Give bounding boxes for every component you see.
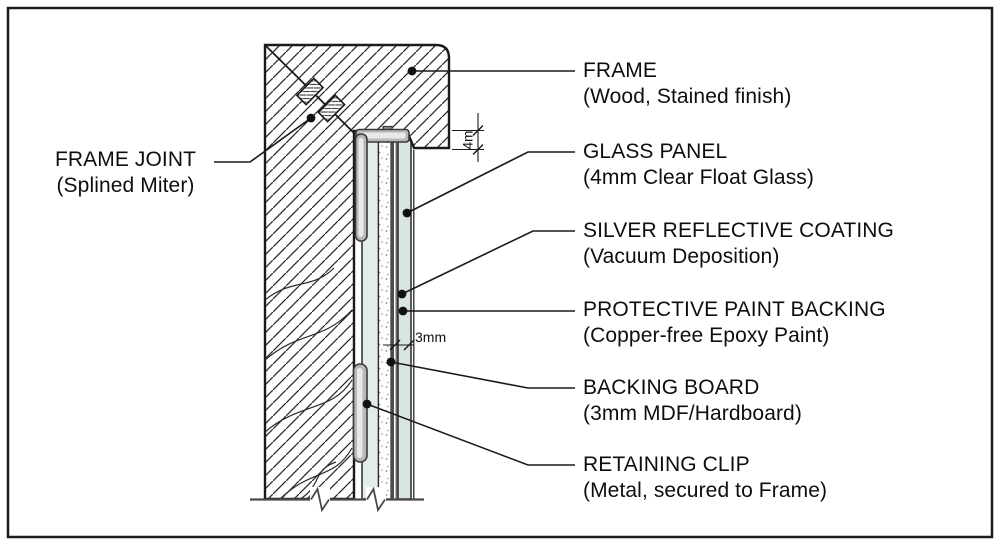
dot-paint bbox=[398, 306, 408, 316]
lower-retaining-clip-inner bbox=[357, 368, 363, 458]
label-frame-subtitle: (Wood, Stained finish) bbox=[583, 85, 792, 108]
dot-glass bbox=[402, 208, 412, 218]
label-silver-title: SILVER REFLECTIVE COATING bbox=[583, 219, 894, 242]
label-silver-coating: SILVER REFLECTIVE COATING (Vacuum Deposi… bbox=[583, 218, 894, 270]
top-channel-cap-inner bbox=[359, 132, 406, 139]
dot-clip bbox=[362, 399, 372, 409]
leader-clip bbox=[366, 403, 575, 466]
leader-glass bbox=[406, 151, 575, 214]
wood-frame bbox=[263, 43, 451, 501]
top-channel-leg-inner bbox=[358, 138, 364, 237]
label-frame-joint-title: FRAME JOINT bbox=[54, 148, 197, 171]
label-clip-title: RETAINING CLIP bbox=[583, 453, 750, 476]
dimension-3mm: 3mm bbox=[383, 329, 446, 351]
leader-silver bbox=[401, 230, 575, 295]
label-backing-subtitle: (3mm MDF/Hardboard) bbox=[583, 402, 802, 425]
label-backing-board: BACKING BOARD (3mm MDF/Hardboard) bbox=[583, 375, 802, 427]
label-retaining-clip: RETAINING CLIP (Metal, secured to Frame) bbox=[583, 452, 827, 504]
label-paint-title: PROTECTIVE PAINT BACKING bbox=[583, 298, 886, 321]
dot-backing bbox=[386, 357, 396, 367]
section-baseline bbox=[250, 486, 424, 513]
label-glass-subtitle: (4mm Clear Float Glass) bbox=[583, 166, 815, 189]
dimension-4mm-text: 4m bbox=[461, 131, 476, 150]
paint-backing-layer bbox=[391, 140, 394, 499]
leader-lines bbox=[214, 70, 575, 466]
label-frame: FRAME (Wood, Stained finish) bbox=[583, 58, 791, 110]
label-glass-panel: GLASS PANEL (4mm Clear Float Glass) bbox=[583, 139, 814, 191]
mirror-stack bbox=[361, 139, 415, 500]
label-paint-subtitle: (Copper-free Epoxy Paint) bbox=[583, 324, 830, 347]
spline-key-upper bbox=[295, 77, 325, 106]
spline-key-lower bbox=[317, 94, 346, 123]
label-glass-title: GLASS PANEL bbox=[583, 140, 728, 163]
break-symbols bbox=[310, 486, 386, 513]
dot-frame-joint bbox=[306, 113, 316, 123]
dot-silver bbox=[397, 289, 407, 299]
label-backing-title: BACKING BOARD bbox=[583, 376, 760, 399]
wood-grain-lines bbox=[265, 267, 353, 499]
label-silver-subtitle: (Vacuum Deposition) bbox=[583, 245, 780, 268]
label-frame-title: FRAME bbox=[583, 59, 657, 82]
backing-board-layer bbox=[377, 139, 392, 500]
retaining-clips bbox=[352, 125, 410, 463]
label-paint-backing: PROTECTIVE PAINT BACKING (Copper-free Ep… bbox=[583, 297, 886, 349]
label-frame-joint-subtitle: (Splined Miter) bbox=[56, 174, 195, 197]
leader-frame-joint bbox=[214, 117, 312, 163]
label-clip-subtitle: (Metal, secured to Frame) bbox=[583, 479, 828, 502]
dimension-4mm: 4m bbox=[452, 113, 484, 162]
glass-panel-layer bbox=[397, 139, 412, 500]
label-frame-joint: FRAME JOINT (Splined Miter) bbox=[33, 147, 218, 199]
dot-frame bbox=[407, 66, 417, 76]
drawing-border bbox=[6, 6, 994, 539]
leader-backing bbox=[390, 361, 575, 389]
spline-keys bbox=[295, 77, 346, 123]
dimension-3mm-text: 3mm bbox=[415, 329, 446, 345]
silver-coating-layer bbox=[395, 140, 399, 499]
leader-dots bbox=[306, 66, 417, 409]
